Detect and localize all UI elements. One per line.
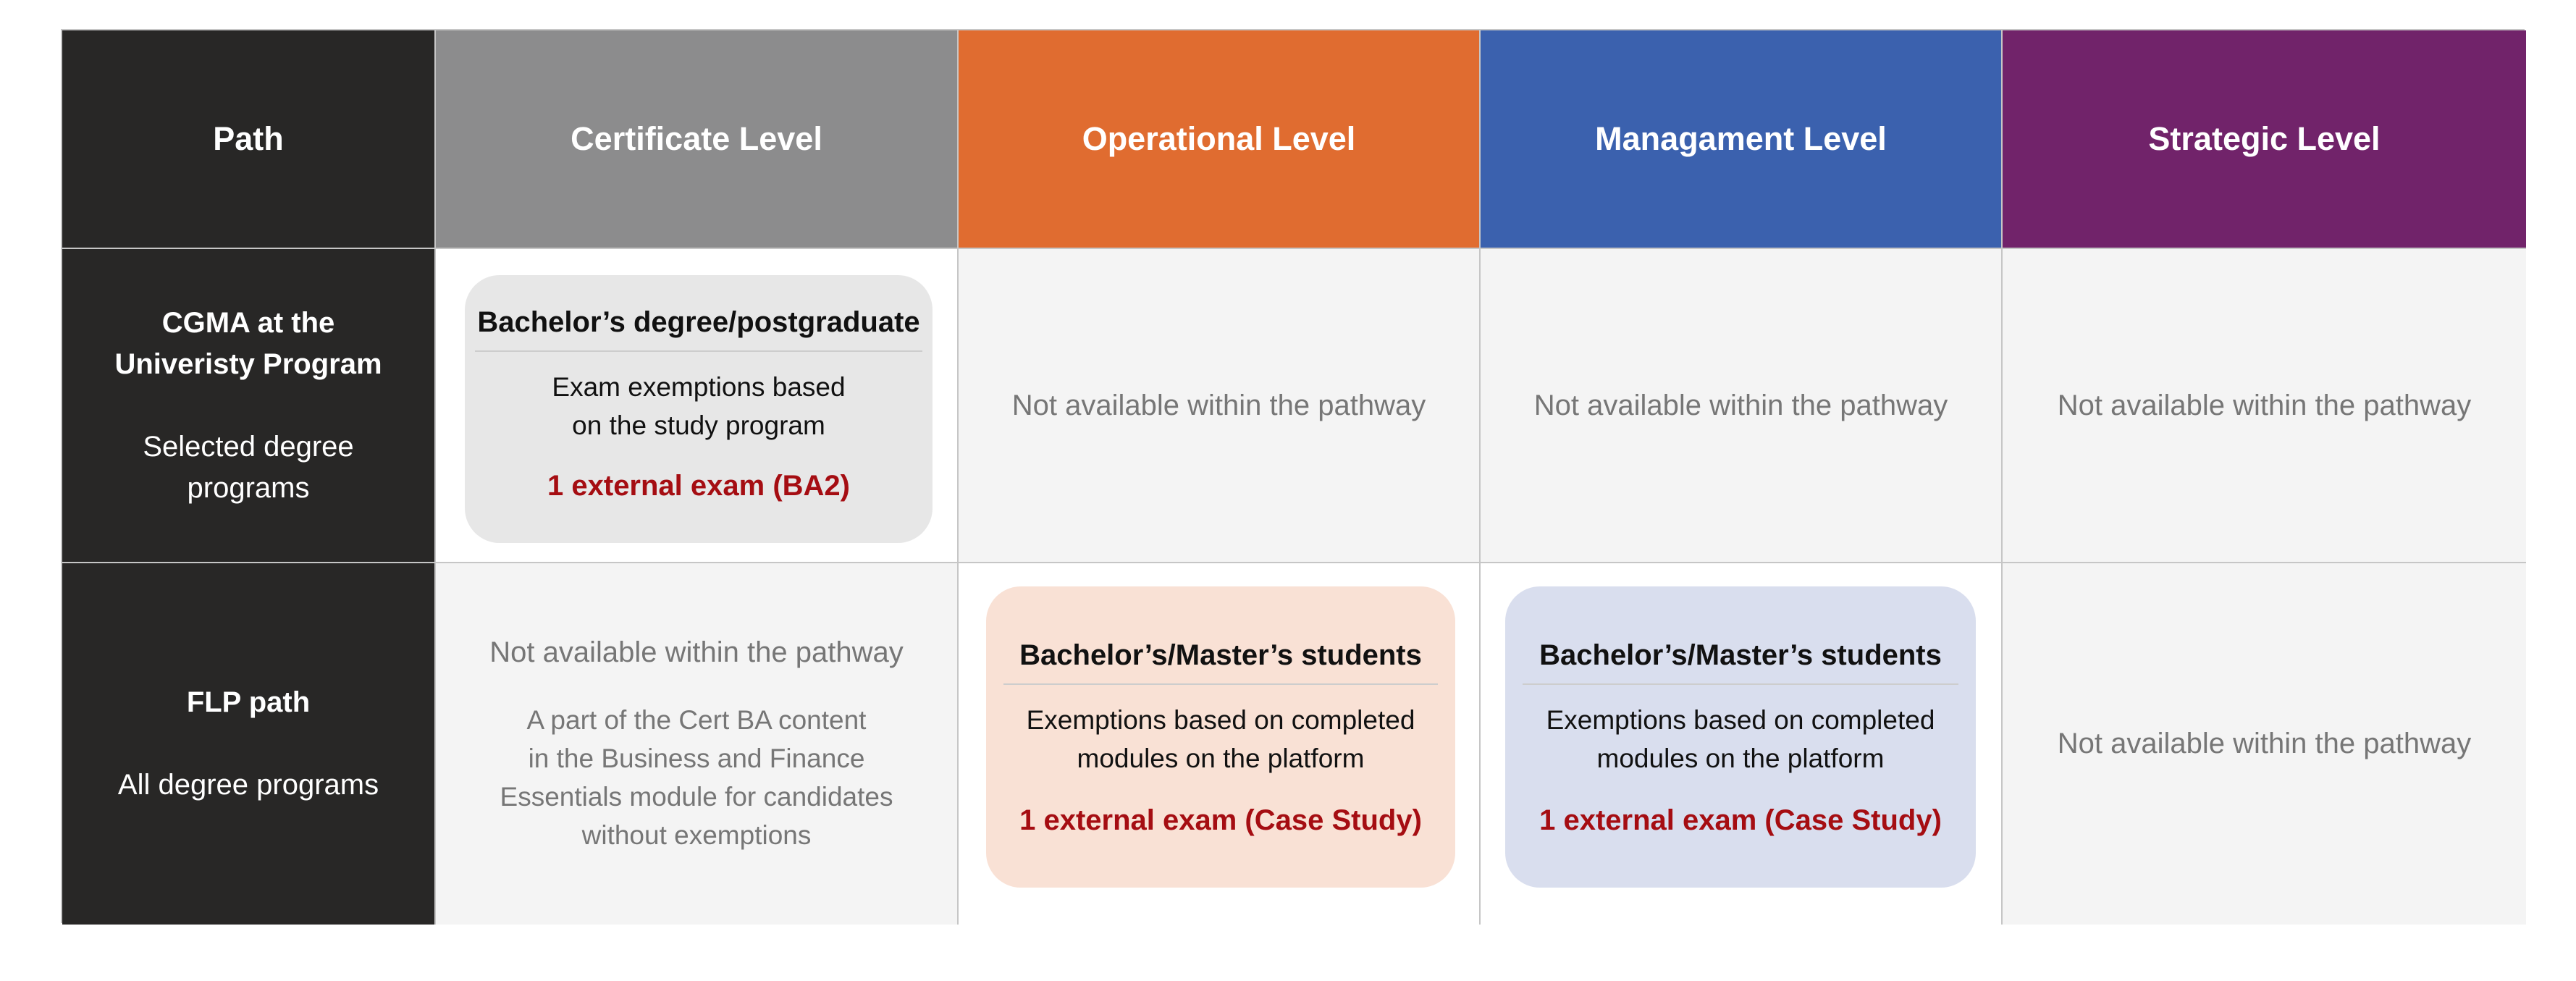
header-management-label: Managament Level [1595,120,1887,157]
header-path-label: Path [213,120,284,157]
cgma-operational-cell: Not available within the pathway [959,249,1481,563]
header-operational-level: Operational Level [959,30,1481,249]
card-exam: 1 external exam (Case Study) [1019,804,1422,836]
path-flp-subtitle: All degree programs [117,769,379,801]
path-flp: FLP path All degree programs [62,563,436,925]
card-body: Exemptions based on completed modules on… [1546,705,1935,773]
header-operational-label: Operational Level [1082,120,1356,157]
card-exam: 1 external exam (BA2) [547,470,850,502]
not-available-text: Not available within the pathway [2057,389,2472,421]
path-cgma-title: CGMA at the Univeristy Program [114,306,382,380]
card-title: Bachelor’s/Master’s students [1523,637,1958,685]
card-exam: 1 external exam (Case Study) [1539,804,1942,836]
header-strategic-label: Strategic Level [2148,120,2381,157]
flp-operational-cell: Bachelor’s/Master’s students Exemptions … [959,563,1481,925]
cgma-management-cell: Not available within the pathway [1481,249,2003,563]
not-available-text: Not available within the pathway [1011,389,1426,421]
flp-management-card: Bachelor’s/Master’s students Exemptions … [1505,586,1976,888]
header-certificate-label: Certificate Level [571,120,822,157]
pathway-table: Path Certificate Level Operational Level… [61,29,2526,925]
header-strategic-level: Strategic Level [2003,30,2526,249]
header-path: Path [62,30,436,249]
flp-strategic-cell: Not available within the pathway [2003,563,2526,925]
cgma-strategic-cell: Not available within the pathway [2003,249,2526,563]
flp-certificate-cell: Not available within the pathway A part … [436,563,959,925]
cgma-certificate-cell: Bachelor’s degree/postgraduate Exam exem… [436,249,959,563]
path-flp-title: FLP path [186,686,311,718]
cgma-certificate-card: Bachelor’s degree/postgraduate Exam exem… [465,275,933,543]
flp-management-cell: Bachelor’s/Master’s students Exemptions … [1481,563,2003,925]
flp-operational-card: Bachelor’s/Master’s students Exemptions … [986,586,1455,888]
not-available-text: Not available within the pathway [2057,728,2472,759]
header-management-level: Managament Level [1481,30,2003,249]
path-cgma-subtitle: Selected degree programs [143,430,354,504]
not-available-text: Not available within the pathway [1533,389,1948,421]
card-body: Exemptions based on completed modules on… [1026,705,1415,773]
card-title: Bachelor’s degree/postgraduate [475,304,922,352]
not-available-text: Not available within the pathway [489,636,904,668]
card-body: Exam exemptions based on the study progr… [552,372,846,440]
card-title: Bachelor’s/Master’s students [1003,637,1438,685]
path-cgma: CGMA at the Univeristy Program Selected … [62,249,436,563]
certificate-note: A part of the Cert BA content in the Bus… [500,705,893,850]
header-certificate-level: Certificate Level [436,30,959,249]
